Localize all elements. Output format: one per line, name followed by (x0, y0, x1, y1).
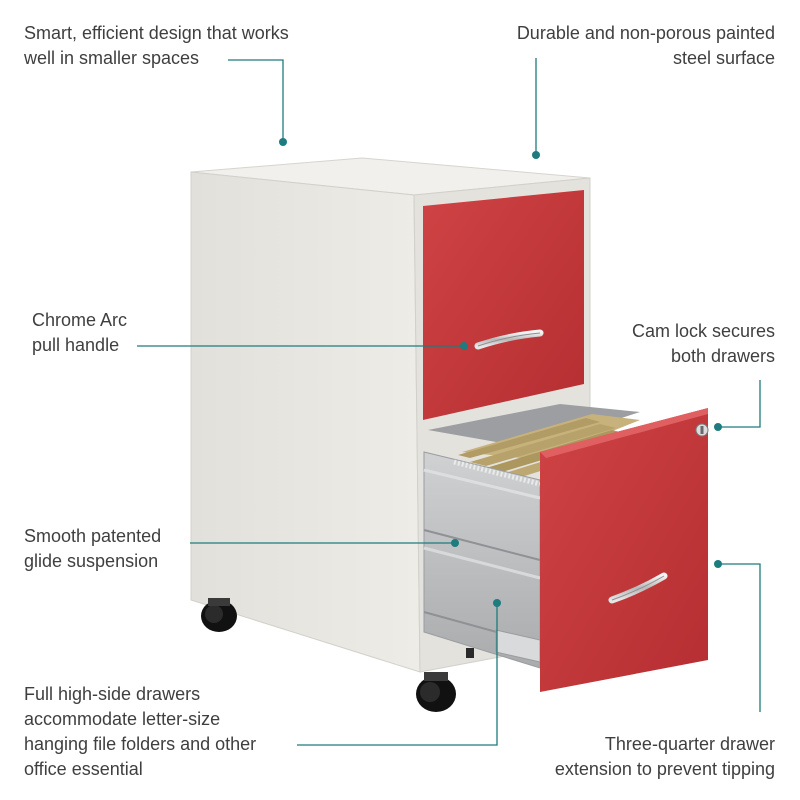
cabinet-side (190, 171, 421, 673)
callout-drawers-line-4: office essential (24, 759, 143, 779)
callout-line-lock (719, 380, 761, 428)
callout-surface-line-1: Durable and non-porous painted (516, 23, 775, 43)
callout-surface-line-2: steel surface (672, 48, 775, 68)
callout-handle-line-1: Chrome Arc (32, 310, 128, 330)
callout-dot-surface (532, 151, 540, 159)
callout-design-line-2: well in smaller spaces (24, 48, 200, 68)
callout-dots (279, 138, 722, 607)
callout-drawers-line-3: hanging file folders and other (24, 734, 257, 754)
callout-lock-line-2: both drawers (670, 346, 775, 366)
callout-dot-extension (714, 560, 722, 568)
callout-dot-handle (460, 342, 468, 350)
cam-lock-icon (695, 423, 709, 437)
caster-wheel-icon (201, 598, 237, 632)
callout-glide: Smooth patented glide suspension (24, 524, 161, 574)
arc-handle-icon (608, 572, 668, 604)
bottom-drawer-front (540, 408, 708, 692)
callout-glide-line-2: glide suspension (24, 551, 159, 571)
filing-cabinet-icon (190, 157, 709, 712)
caster-wheel-icon (416, 672, 456, 712)
callout-design-line-1: Smart, efficient design that works (24, 23, 289, 43)
callout-handle-line-2: pull handle (32, 335, 120, 355)
callout-drawers-line-2: accommodate letter-size (24, 709, 221, 729)
top-drawer-front (423, 190, 584, 420)
callout-lock-line-1: Cam lock secures (631, 321, 775, 341)
callout-lock: Cam lock secures both drawers (632, 319, 775, 369)
callout-dot-glide (451, 539, 459, 547)
glide-stop (466, 648, 474, 658)
callout-line-drawers (297, 604, 498, 746)
callout-extension: Three-quarter drawer extension to preven… (555, 732, 775, 782)
callout-extension-line-2: extension to prevent tipping (554, 759, 775, 779)
callout-surface: Durable and non-porous painted steel sur… (517, 21, 775, 71)
callout-dot-design (279, 138, 287, 146)
callout-line-design (228, 59, 284, 141)
callout-drawers-line-1: Full high-side drawers (24, 684, 201, 704)
callout-dot-lock (714, 423, 722, 431)
callout-extension-line-1: Three-quarter drawer (604, 734, 775, 754)
callout-line-extension (719, 563, 761, 712)
callout-glide-line-1: Smooth patented (24, 526, 162, 546)
callout-drawers: Full high-side drawers accommodate lette… (24, 682, 256, 782)
callout-lines (137, 58, 761, 746)
arc-handle-icon (474, 329, 544, 350)
callout-handle: Chrome Arc pull handle (32, 308, 127, 358)
callout-design: Smart, efficient design that works well … (24, 21, 289, 71)
callout-dot-drawers (493, 599, 501, 607)
